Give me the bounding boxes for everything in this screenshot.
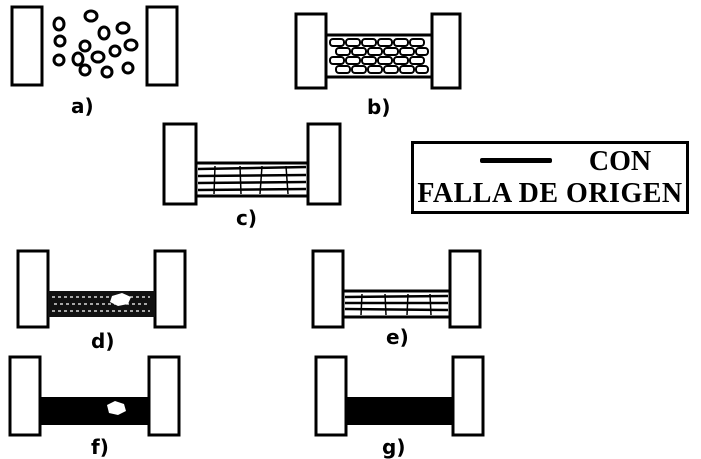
panel-c-label: c) [236, 208, 257, 228]
panel-f-label: f) [91, 437, 109, 457]
panel-a-left-wall [12, 7, 42, 85]
panel-b-label: b) [367, 97, 390, 117]
panel-f-right-wall [149, 357, 179, 435]
panel-b-diagram [296, 14, 460, 88]
panel-e-left-wall [313, 251, 343, 327]
panel-f-left-wall [10, 357, 40, 435]
panel-g-right-wall [453, 357, 483, 435]
panel-d-diagram [18, 251, 185, 327]
panel-b-right-wall [432, 14, 460, 88]
panel-a-label: a) [71, 96, 94, 116]
panel-a-diagram [12, 7, 177, 85]
panel-d-label: d) [91, 331, 114, 351]
panel-g-left-wall [316, 357, 346, 435]
origin-stamp: CON FALLA DE ORIGEN [411, 141, 689, 214]
panel-c-right-wall [308, 124, 340, 204]
panel-g-diagram [316, 357, 483, 435]
panel-f-solid-bed [40, 397, 149, 425]
stamp-line-1: CON [414, 146, 686, 178]
panel-b-left-wall [296, 14, 326, 88]
stamp-line-2: FALLA DE ORIGEN [414, 178, 686, 210]
panel-c-diagram [164, 124, 340, 204]
panel-d-right-wall [155, 251, 185, 327]
panel-g-solid-bed [346, 397, 453, 425]
panel-e-right-wall [450, 251, 480, 327]
panel-e-label: e) [386, 327, 409, 347]
panel-c-left-wall [164, 124, 196, 204]
panel-d-left-wall [18, 251, 48, 327]
panel-a-particles [54, 11, 137, 77]
panel-e-diagram [313, 251, 480, 327]
panel-g-label: g) [382, 437, 405, 457]
panel-f-diagram [10, 357, 179, 435]
panel-a-right-wall [147, 7, 177, 85]
